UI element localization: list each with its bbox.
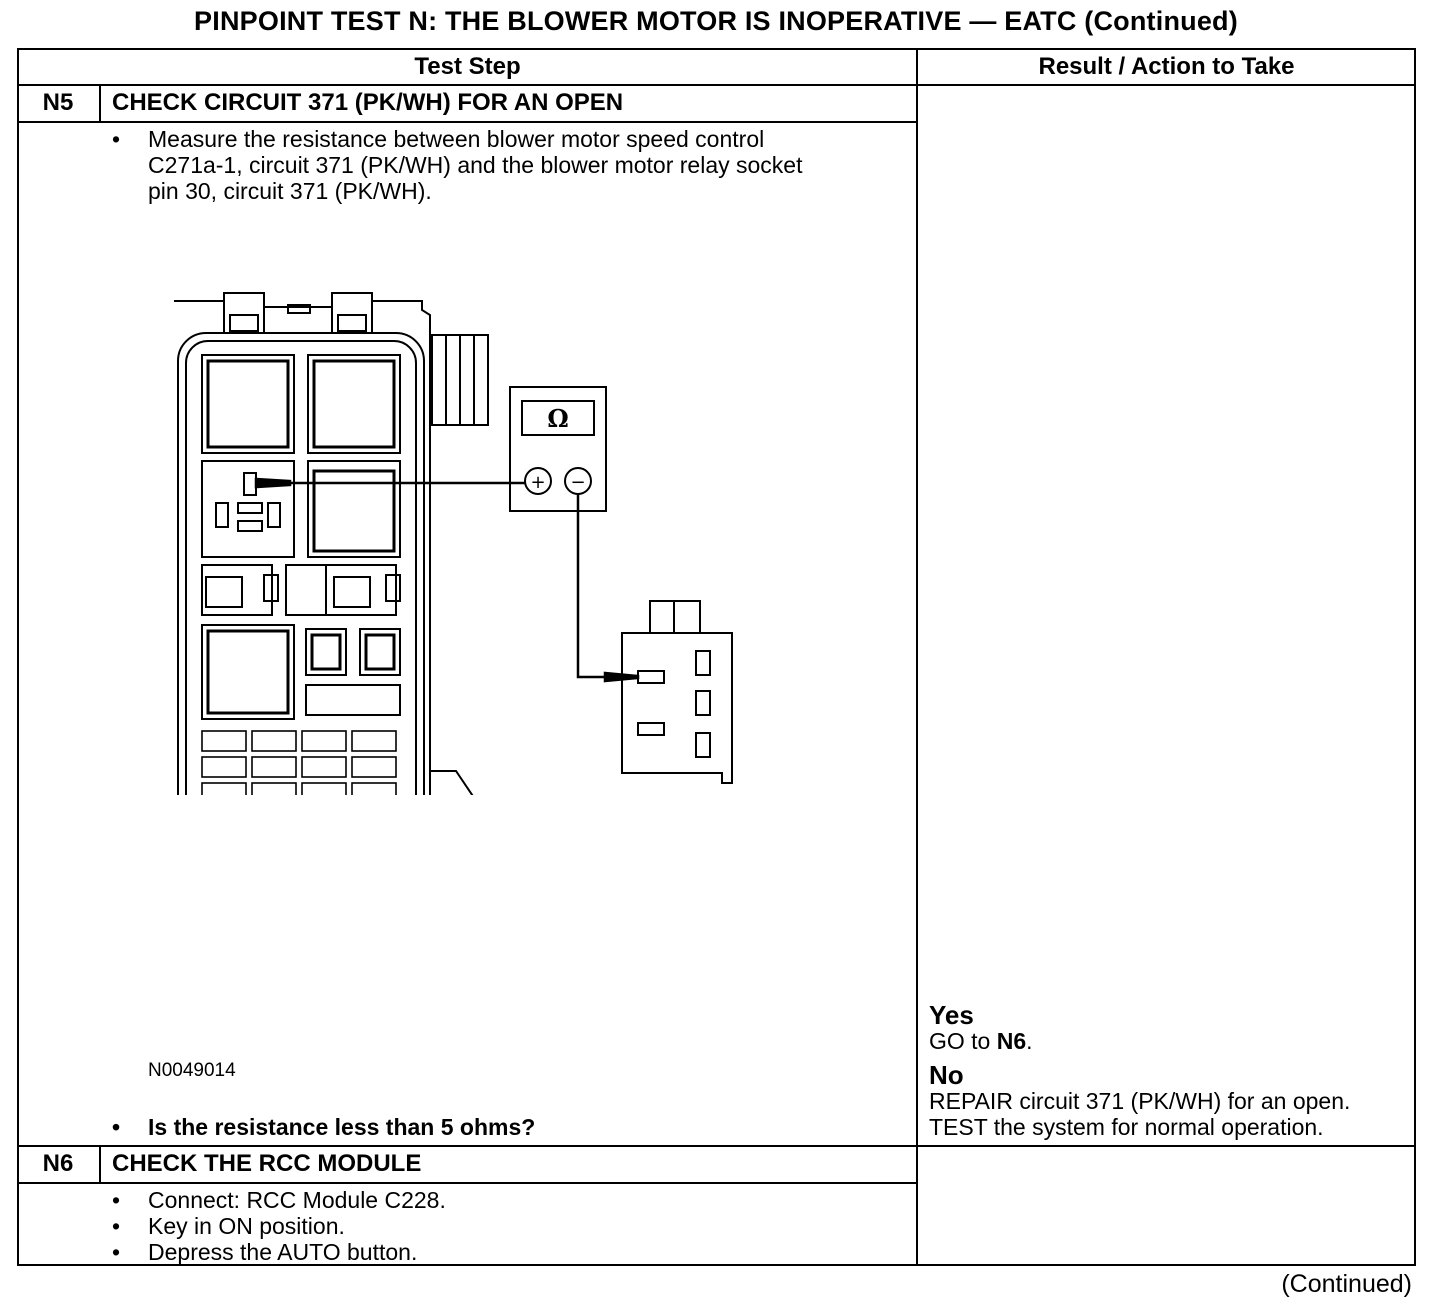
n6-row-divider [17,1145,1416,1147]
fuse-box [174,292,489,795]
step-number-divider-n6 [99,1145,101,1183]
ohmmeter [509,386,607,512]
no-action-line2: TEST the system for normal operation. [929,1114,1324,1140]
step-number-divider-n5 [99,84,101,122]
n6-instruction-auto: Depress the AUTO button. [112,1239,446,1265]
figure-id: N0049014 [148,1060,236,1081]
n6-title-divider [17,1182,917,1184]
n5-instruction-item: Measure the resistance between blower mo… [112,126,803,204]
n6-instructions: Connect: RCC Module C228. Key in ON posi… [112,1187,446,1265]
n5-instructions: Measure the resistance between blower mo… [112,126,803,204]
yes-label: Yes [929,1000,974,1030]
meter-plus-terminal: + [530,472,545,493]
n5-question-item: Is the resistance less than 5 ohms? [112,1114,535,1140]
fuse-grid [201,730,397,795]
step-title-n5: CHECK CIRCUIT 371 (PK/WH) FOR AN OPEN [112,89,624,116]
n5-result-no: No REPAIR circuit 371 (PK/WH) for an ope… [929,1062,1350,1140]
meter-minus-terminal: − [570,472,585,493]
header-result-action: Result / Action to Take [1038,53,1295,80]
yes-action-suffix: . [1026,1028,1033,1054]
step-number-n6: N6 [42,1150,74,1177]
yes-action-target: N6 [996,1028,1027,1054]
n5-instruction-line3: pin 30, circuit 371 (PK/WH). [148,178,432,204]
n5-instruction-line1: Measure the resistance between blower mo… [148,126,765,152]
column-divider [916,48,918,1266]
no-label: No [929,1060,964,1090]
step-number-n5: N5 [42,89,74,116]
blower-speed-control-connector [621,600,733,784]
n5-question: Is the resistance less than 5 ohms? [112,1114,535,1140]
pinpoint-test-table [17,48,1416,1266]
page-title: PINPOINT TEST N: THE BLOWER MOTOR IS INO… [194,6,1238,36]
header-divider [17,84,1416,86]
continued-note: (Continued) [1281,1270,1412,1298]
n6-instruction-connect: Connect: RCC Module C228. [112,1187,446,1213]
header-test-step: Test Step [414,53,521,80]
n6-instruction-key-on: Key in ON position. [112,1213,446,1239]
n5-instruction-line2: C271a-1, circuit 371 (PK/WH) and the blo… [148,152,803,178]
yes-action-prefix: GO to [929,1028,997,1054]
n5-result-yes: Yes GO to N6. [929,1002,1033,1054]
n5-title-divider [17,121,917,123]
no-action-line1: REPAIR circuit 371 (PK/WH) for an open. [929,1088,1351,1114]
ohm-symbol: Ω [547,404,568,433]
fuse-box-meter-illustration: Ω + − [174,292,733,795]
step-title-n6: CHECK THE RCC MODULE [112,1150,422,1177]
